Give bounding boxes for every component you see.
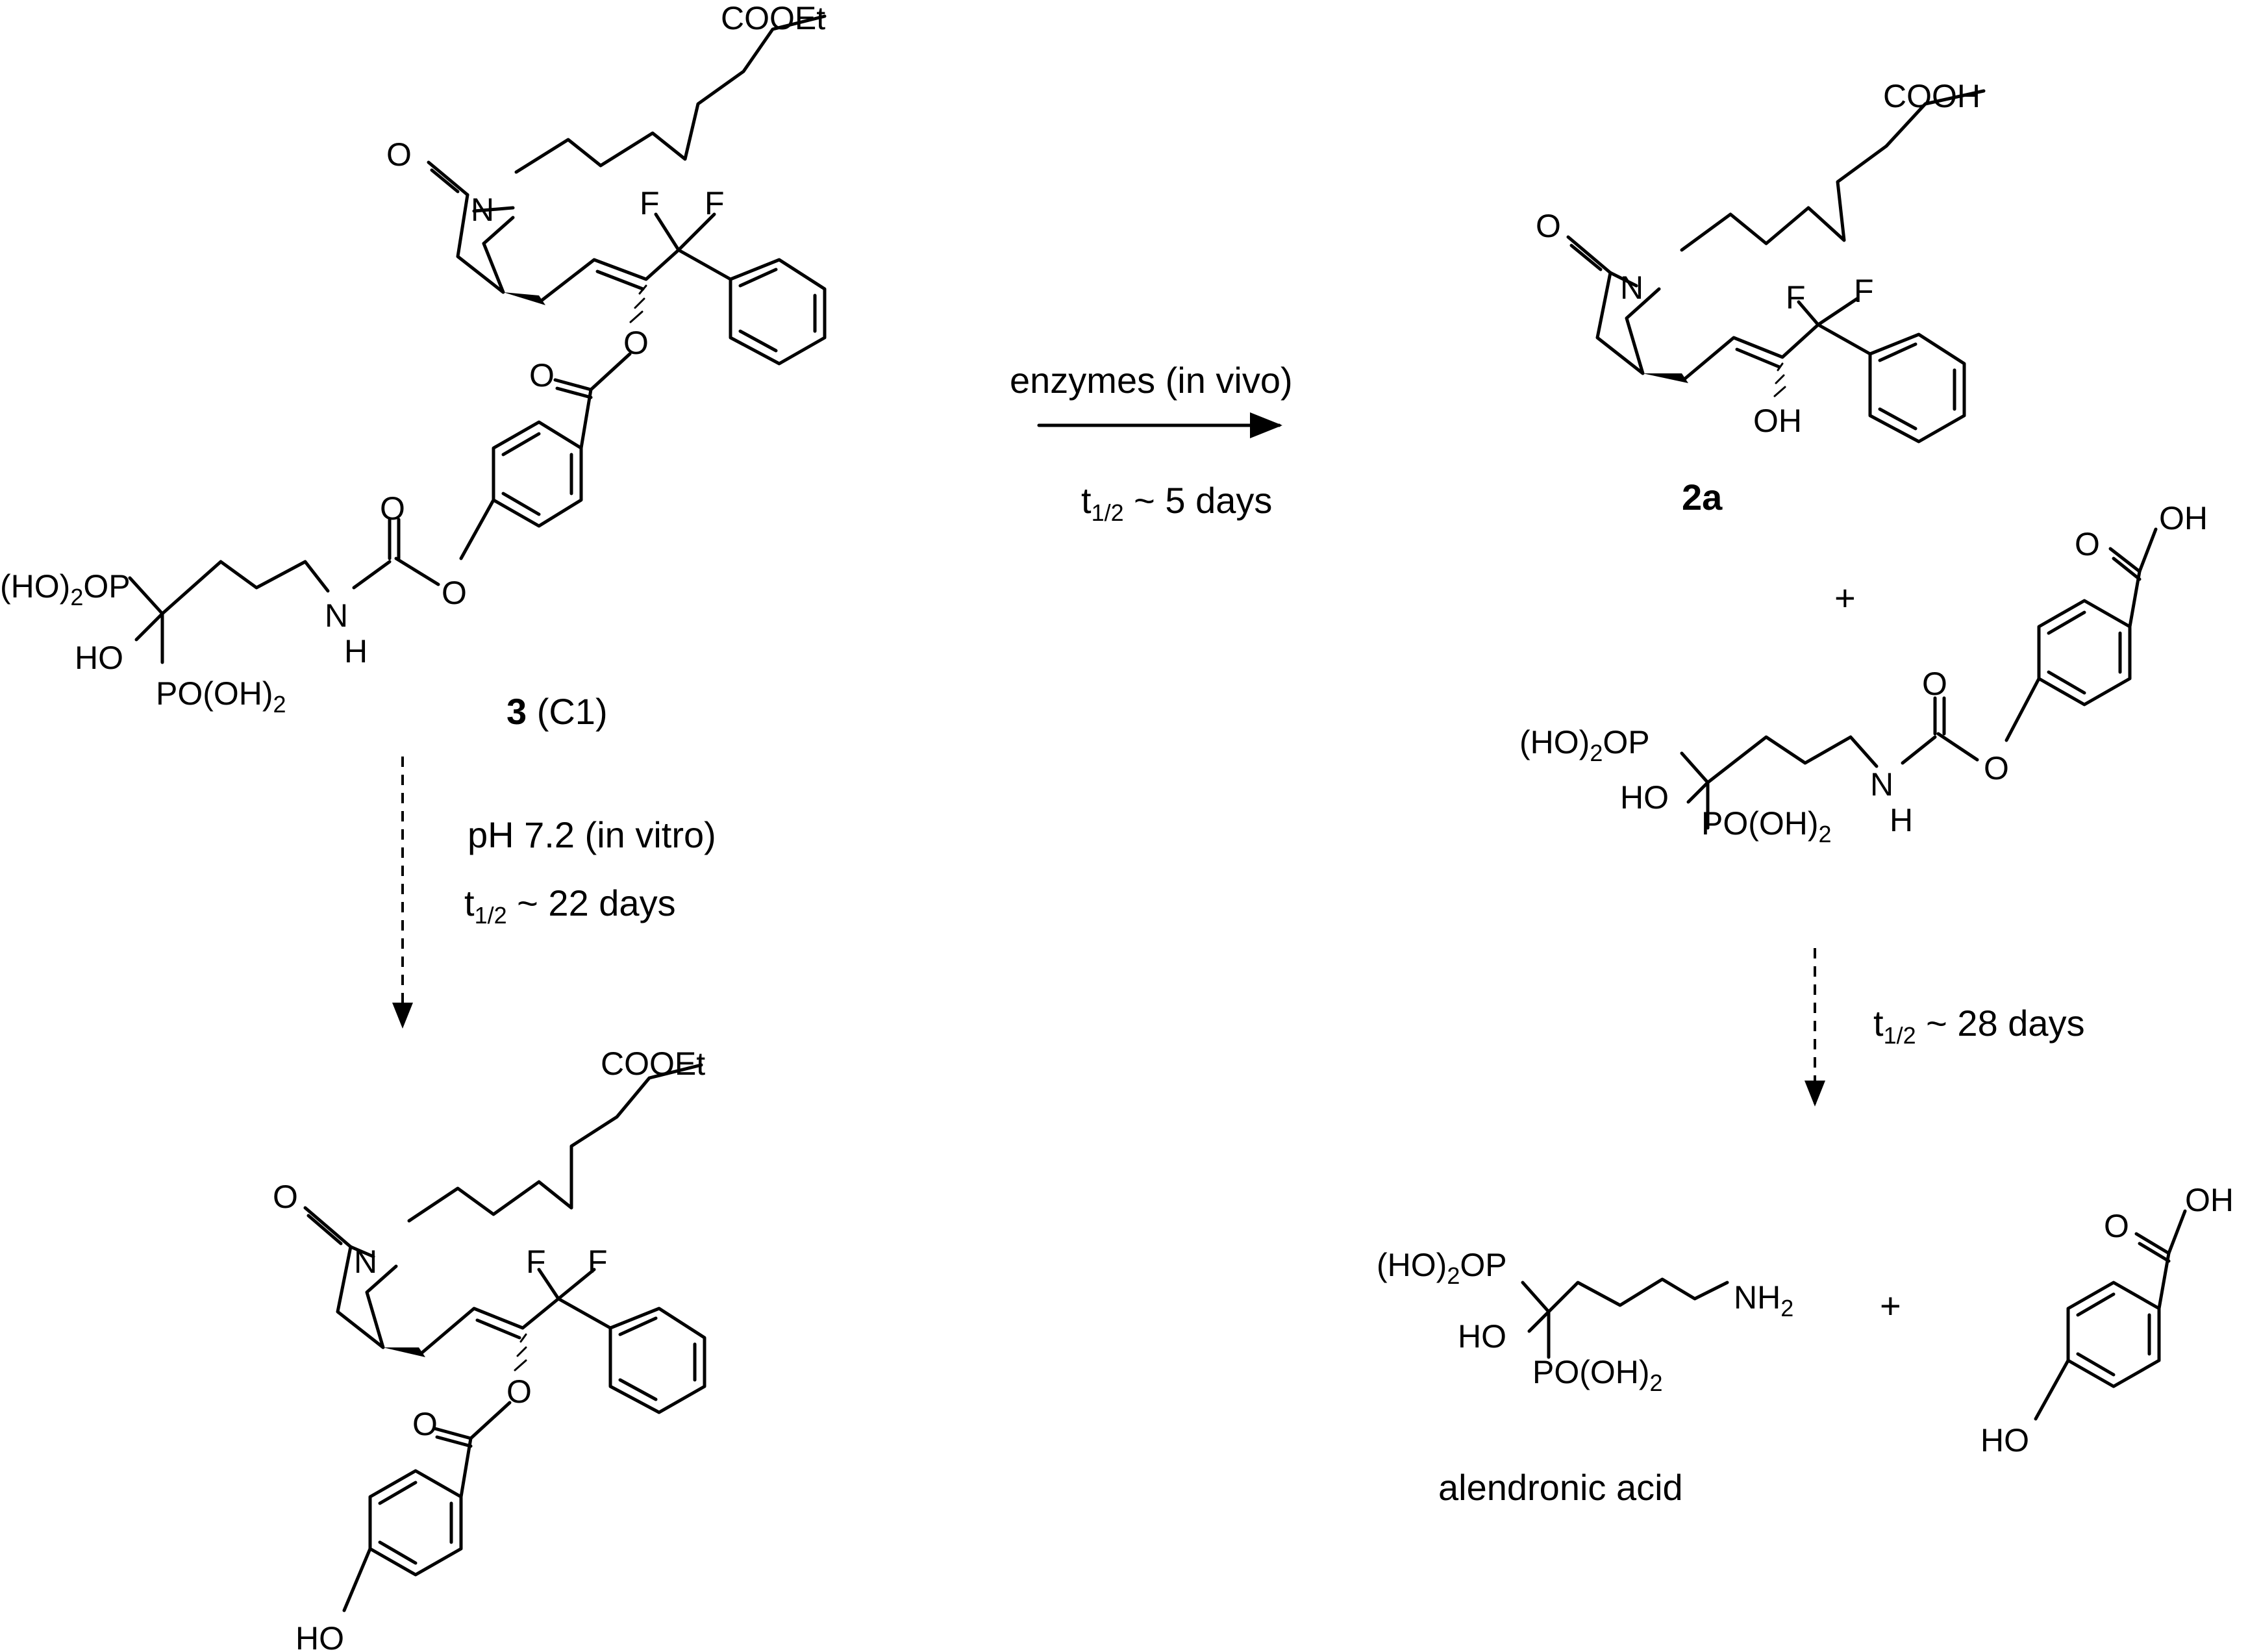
- label-ho-hpa: HO: [1980, 1422, 2029, 1458]
- arrow-final: t1/2 ~ 28 days: [1805, 948, 2085, 1107]
- label-f1-b: F: [526, 1244, 546, 1280]
- label-o-lactam-2a: O: [1536, 208, 1561, 244]
- carbamate-byproduct-structure: OH O O O N H (HO)2OP HO PO(OH)2: [1519, 500, 2208, 847]
- compound-2a-structure: COOH O N F F OH: [1536, 78, 1986, 444]
- label-oh-acid: OH: [2159, 500, 2208, 536]
- label-h-carbamate-r: H: [1890, 802, 1913, 838]
- label-o-acid-co: O: [2075, 526, 2100, 562]
- compound-3-structure: COOEt O N F F O O O O N H (HO)2OP HO PO(…: [0, 0, 827, 718]
- svg-text:PO(OH)2: PO(OH)2: [1701, 805, 1832, 847]
- label-o-carbamate-co: O: [380, 490, 405, 527]
- svg-text:PO(OH)2: PO(OH)2: [156, 675, 286, 718]
- compound-2a-label: 2a: [1682, 477, 1723, 518]
- label-oh-2a: OH: [1753, 403, 1802, 439]
- label-n: N: [471, 192, 494, 228]
- label-o-carbamate-r: O: [1984, 750, 2009, 786]
- label-ho-alendronic: HO: [1458, 1318, 1506, 1355]
- label-ho: HO: [75, 640, 123, 676]
- label-ho-r: HO: [1620, 779, 1669, 816]
- label-o-carbonyl: O: [529, 357, 555, 394]
- arrow-enzymes: enzymes (in vivo) t1/2 ~ 5 days: [1010, 360, 1293, 526]
- label-f1: F: [640, 185, 660, 221]
- arrow-ph: pH 7.2 (in vitro) t1/2 ~ 22 days: [392, 757, 716, 1029]
- compound-3-label: 3 (C1): [506, 691, 608, 732]
- label-h-carbamate: H: [344, 633, 368, 670]
- label-n-carbamate: N: [325, 597, 348, 634]
- enzymes-label: enzymes (in vivo): [1010, 360, 1293, 401]
- label-o-ester-2: O: [506, 1373, 532, 1410]
- svg-text:t1/2 ~ 5 days: t1/2 ~ 5 days: [1081, 480, 1272, 526]
- label-n-carbamate-r: N: [1870, 766, 1893, 803]
- label-o-lactam: O: [386, 136, 412, 173]
- label-cooet: COOEt: [721, 0, 825, 36]
- svg-text:t1/2 ~ 22 days: t1/2 ~ 22 days: [464, 882, 676, 929]
- svg-text:PO(OH)2: PO(OH)2: [1532, 1354, 1663, 1396]
- label-ho-phenol: HO: [295, 1620, 344, 1652]
- label-o-carbamate: O: [442, 575, 467, 611]
- label-cooet-2: COOEt: [601, 1045, 705, 1082]
- label-f2-2a: F: [1854, 273, 1874, 309]
- plus-sign-1: +: [1834, 577, 1856, 618]
- label-o-hpa: O: [2104, 1208, 2129, 1244]
- svg-text:NH2: NH2: [1734, 1279, 1793, 1321]
- label-cooh: COOH: [1883, 78, 1980, 114]
- alendronic-acid-label: alendronic acid: [1438, 1467, 1683, 1508]
- label-o-co-2: O: [412, 1406, 438, 1442]
- alendronic-acid-structure: (HO)2OP NH2 HO PO(OH)2: [1377, 1247, 1793, 1396]
- svg-text:(HO)2OP: (HO)2OP: [1377, 1247, 1507, 1289]
- label-o-carbamate-co-r: O: [1922, 666, 1947, 702]
- label-f2-b: F: [588, 1244, 608, 1280]
- hydroxyphenylacetic-acid-structure: OH O HO: [1980, 1182, 2234, 1458]
- label-n-2a: N: [1620, 269, 1643, 306]
- ester-product-structure: COOEt O N F F O O HO: [273, 1045, 706, 1652]
- label-f1-2a: F: [1786, 279, 1806, 316]
- label-o-lactam-2: O: [273, 1179, 298, 1215]
- plus-sign-2: +: [1880, 1285, 1901, 1326]
- label-f2: F: [705, 185, 725, 221]
- svg-text:t1/2 ~ 28 days: t1/2 ~ 28 days: [1873, 1003, 2085, 1049]
- label-n-2: N: [354, 1244, 377, 1280]
- label-o-ester: O: [623, 325, 649, 361]
- svg-text:(HO)2OP: (HO)2OP: [0, 568, 131, 610]
- ph-label: pH 7.2 (in vitro): [468, 814, 716, 855]
- svg-text:(HO)2OP: (HO)2OP: [1519, 724, 1650, 766]
- label-oh-hpa: OH: [2185, 1182, 2234, 1218]
